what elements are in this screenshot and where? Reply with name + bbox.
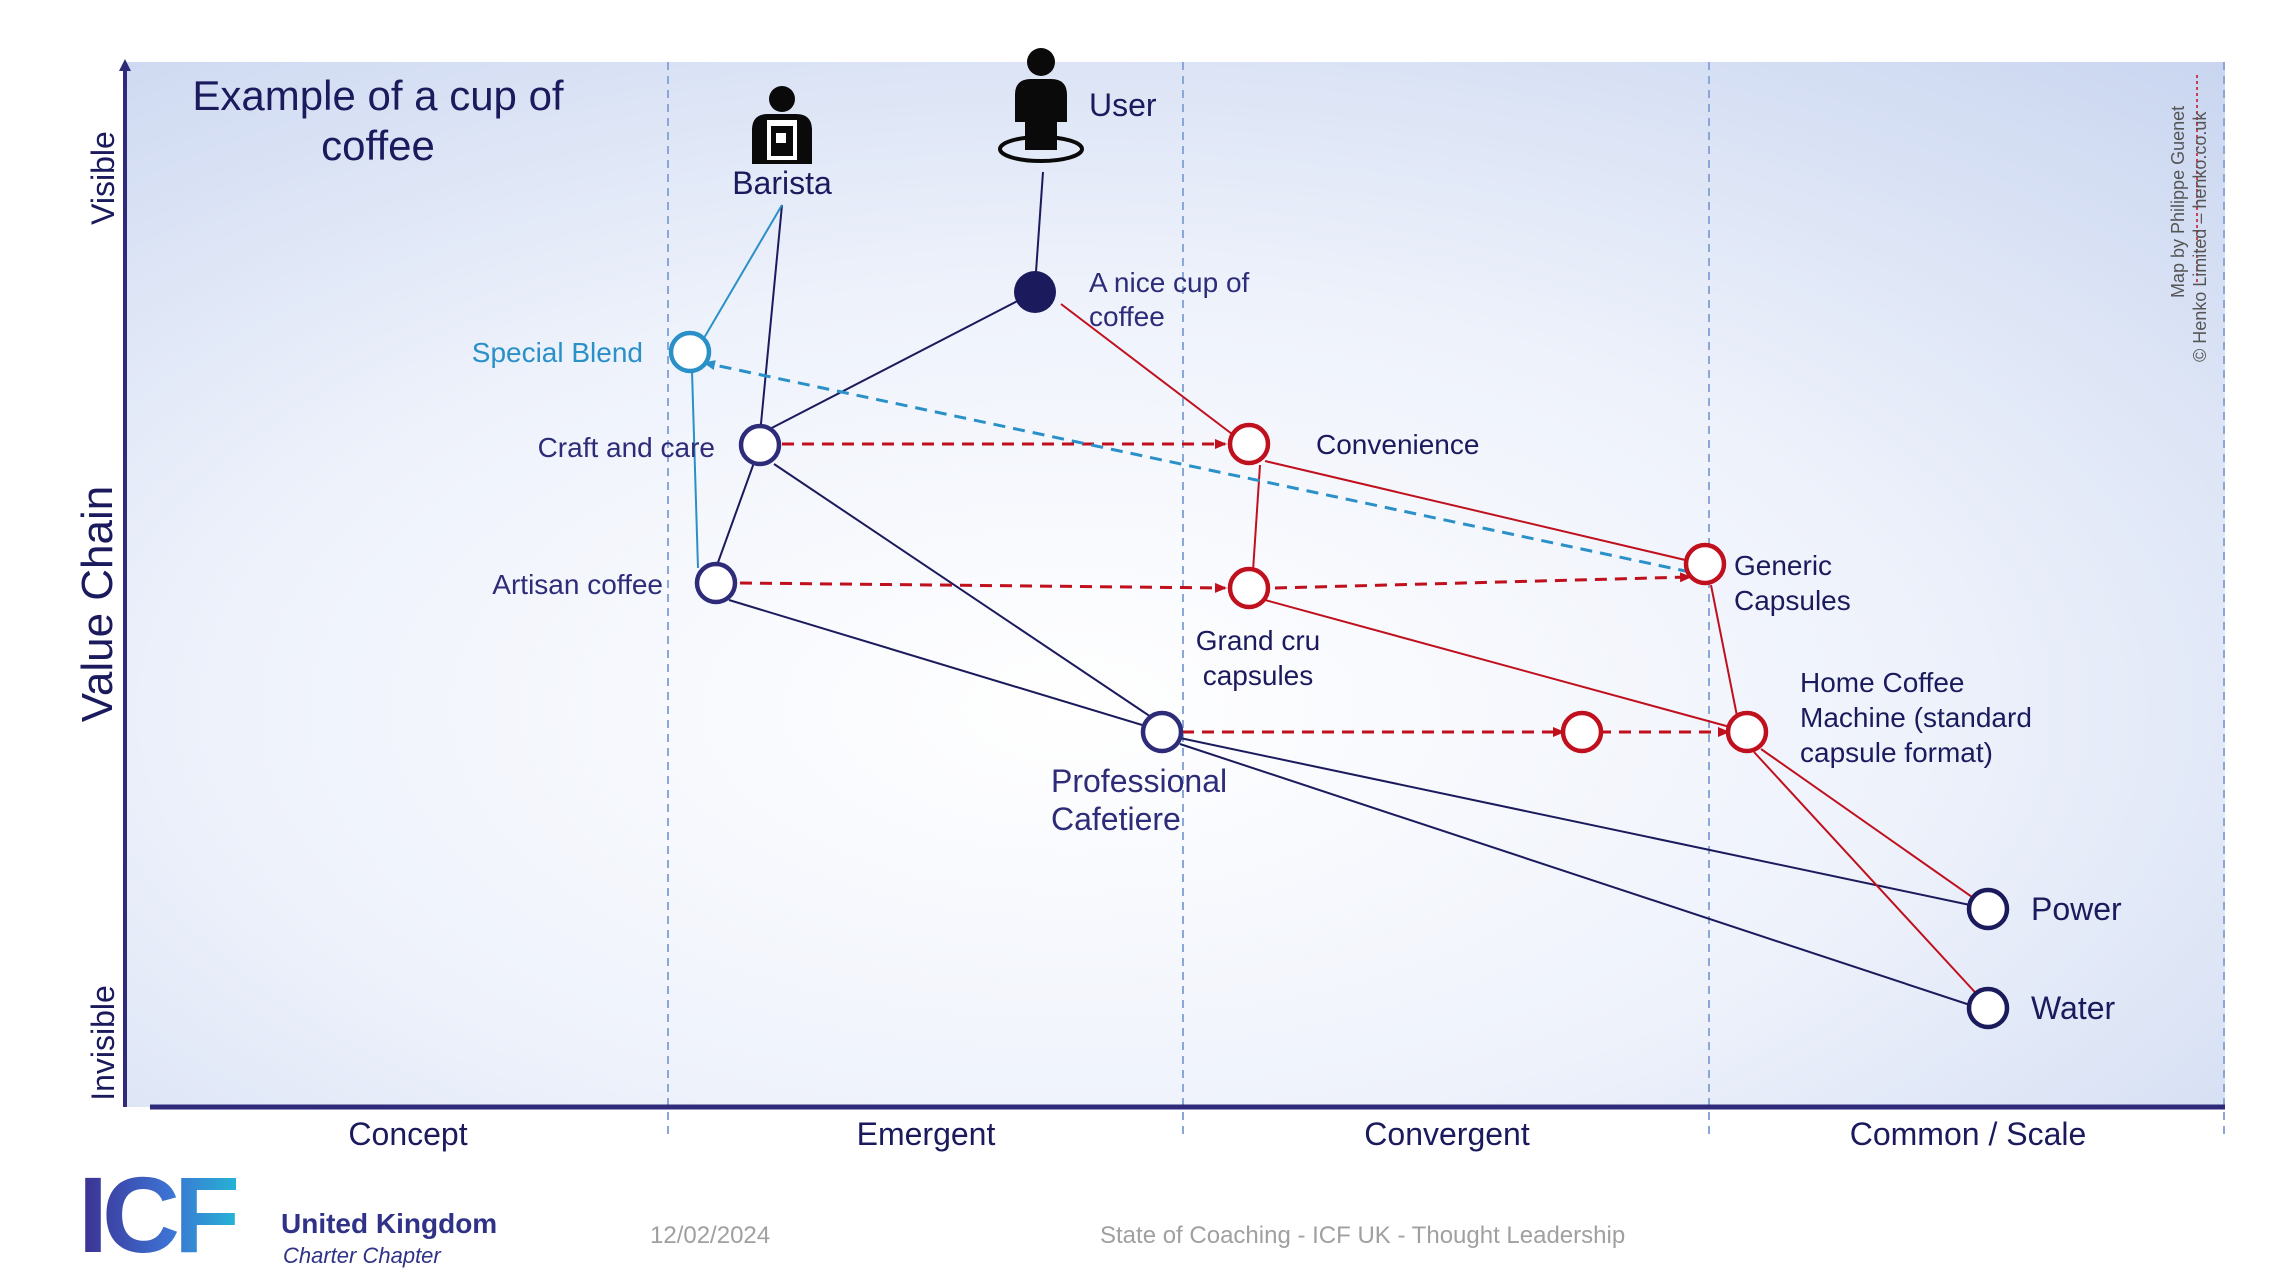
node-cup-of-coffee	[1014, 271, 1056, 313]
stage-convergent: Convergent	[1364, 1116, 1530, 1152]
footer-date: 12/02/2024	[650, 1222, 771, 1249]
stage-concept: Concept	[348, 1116, 467, 1152]
label-cafetiere-line-1: Professional	[1051, 763, 1227, 799]
label-power: Power	[2031, 891, 2122, 927]
node-craft-and-care	[738, 423, 782, 467]
map-title-line-2: coffee	[321, 122, 435, 169]
label-grand-cru-line-2: capsules	[1203, 660, 1314, 691]
label-cup-line-1: A nice cup of	[1089, 267, 1250, 298]
node-convenience	[1227, 422, 1271, 466]
label-cup-line-2: coffee	[1089, 301, 1165, 332]
icf-logo: ICF	[78, 1168, 243, 1258]
stage-emergent: Emergent	[857, 1116, 996, 1152]
node-power	[1966, 887, 2010, 931]
node-generic-capsules	[1683, 542, 1727, 586]
map-background	[125, 62, 2225, 1107]
dependencies-light-blue	[691, 204, 783, 569]
barista-icon	[752, 86, 812, 164]
node-cafetiere	[1140, 710, 1184, 754]
node-home-coffee-machine	[1725, 710, 1769, 754]
label-home-machine-line-2: Machine (standard	[1800, 702, 2032, 733]
user-icon	[998, 48, 1084, 163]
node-grand-cru	[1227, 566, 1271, 610]
y-axis-label: Value Chain	[73, 486, 122, 722]
label-artisan-coffee: Artisan coffee	[492, 569, 663, 600]
icf-logo-text: ICF	[78, 1168, 237, 1258]
node-artisan-coffee	[694, 561, 738, 605]
node-intermediate-machine	[1560, 710, 1604, 754]
y-axis-top-label: Visible	[85, 131, 121, 225]
label-home-machine-line-1: Home Coffee	[1800, 667, 1964, 698]
footer-chapter: Charter Chapter	[283, 1243, 441, 1268]
footer-org: United Kingdom	[281, 1208, 498, 1239]
evolution-arrows	[703, 360, 1730, 737]
dependencies-red	[1060, 303, 1985, 1003]
label-grand-cru-line-1: Grand cru	[1196, 625, 1321, 656]
label-craft-and-care: Craft and care	[538, 432, 715, 463]
stage-separators	[667, 62, 2225, 1140]
label-home-machine-line-3: capsule format)	[1800, 737, 1993, 768]
map-title-line-1: Example of a cup of	[192, 72, 564, 119]
credit-map-author: Map by Philippe Guenet	[2168, 105, 2188, 298]
dependencies-navy	[715, 171, 1971, 1006]
actor-user-label: User	[1089, 87, 1157, 123]
stage-common-scale: Common / Scale	[1850, 1116, 2087, 1152]
label-cafetiere-line-2: Cafetiere	[1051, 801, 1181, 837]
credit-copyright: © Henko Limited – henko.co.uk	[2190, 111, 2210, 362]
footer-title: State of Coaching - ICF UK - Thought Lea…	[1100, 1222, 1626, 1249]
label-generic-line-2: Capsules	[1734, 585, 1851, 616]
node-water	[1966, 986, 2010, 1030]
label-generic-line-1: Generic	[1734, 550, 1832, 581]
label-special-blend: Special Blend	[472, 337, 643, 368]
node-special-blend	[668, 330, 712, 374]
actor-barista-label: Barista	[732, 165, 832, 201]
label-water: Water	[2031, 990, 2116, 1026]
y-axis-bottom-label: Invisible	[85, 985, 121, 1101]
node-labels: A nice cup of coffee Special Blend Craft…	[472, 267, 2122, 1026]
label-convenience: Convenience	[1316, 429, 1479, 460]
